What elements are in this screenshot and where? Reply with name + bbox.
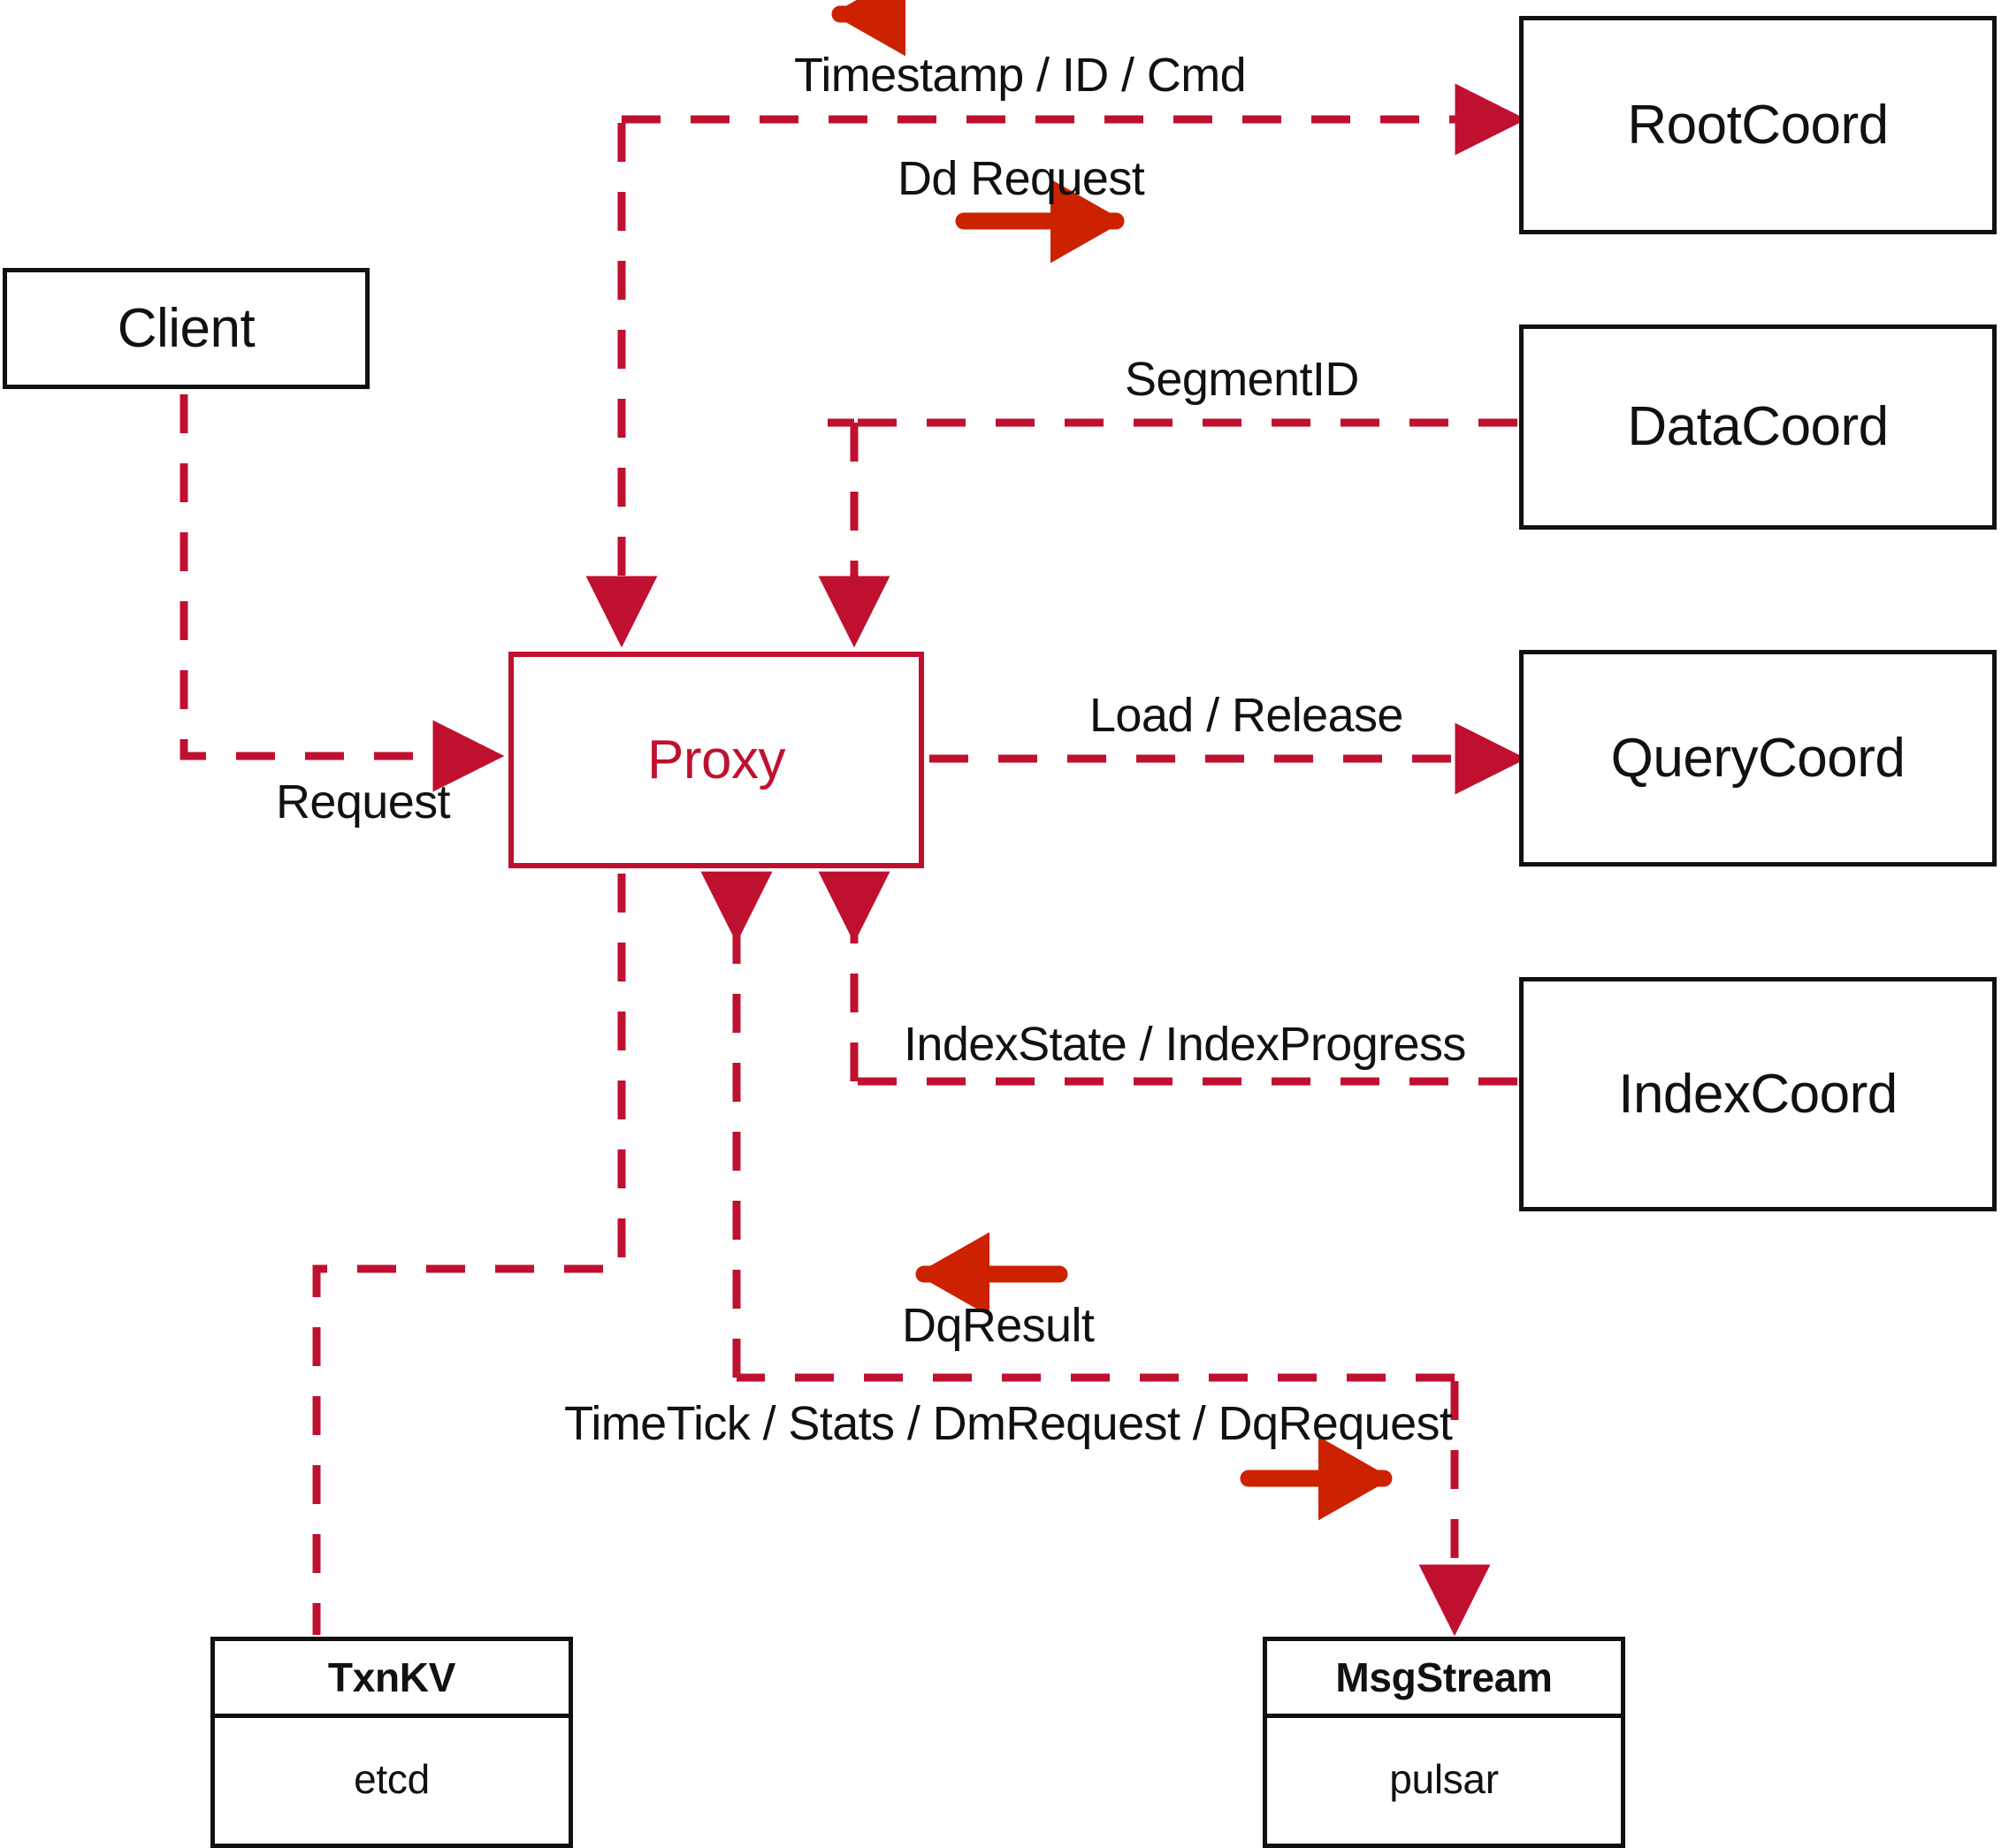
edge-label-index-state-progress: IndexState / IndexProgress bbox=[904, 1018, 1466, 1071]
edge-proxy-to-txnkv bbox=[312, 874, 626, 1635]
node-client[interactable]: Client bbox=[3, 268, 370, 389]
edge-datacoord-to-proxy-v bbox=[828, 418, 854, 635]
edge-label-request: Request bbox=[276, 775, 451, 829]
node-rootcoord[interactable]: RootCoord bbox=[1519, 16, 1997, 234]
edge-label-timestamp-id-cmd: Timestamp / ID / Cmd bbox=[794, 49, 1247, 102]
node-proxy-label: Proxy bbox=[647, 729, 785, 790]
edge-label-segment-id: SegmentID bbox=[1125, 353, 1359, 406]
edge-label-dd-request: Dd Request bbox=[898, 152, 1145, 205]
node-proxy[interactable]: Proxy bbox=[508, 652, 924, 868]
edge-client-to-proxy bbox=[180, 394, 505, 792]
node-querycoord[interactable]: QueryCoord bbox=[1519, 650, 1997, 867]
node-querycoord-label: QueryCoord bbox=[1610, 727, 1906, 789]
edge-label-timetick-stats: TimeTick / Stats / DmRequest / DqRequest bbox=[564, 1397, 1453, 1450]
node-txnkv[interactable]: TxnKV etcd bbox=[210, 1637, 573, 1848]
node-client-label: Client bbox=[117, 297, 256, 359]
edge-label-load-release: Load / Release bbox=[1089, 689, 1403, 742]
node-datacoord[interactable]: DataCoord bbox=[1519, 325, 1997, 530]
node-indexcoord-label: IndexCoord bbox=[1618, 1063, 1898, 1125]
node-msgstream-header: MsgStream bbox=[1267, 1641, 1621, 1718]
edge-label-dq-result: DqResult bbox=[902, 1299, 1095, 1352]
node-msgstream[interactable]: MsgStream pulsar bbox=[1263, 1637, 1625, 1848]
node-msgstream-body: pulsar bbox=[1389, 1755, 1499, 1802]
node-datacoord-label: DataCoord bbox=[1627, 395, 1889, 457]
node-indexcoord[interactable]: IndexCoord bbox=[1519, 977, 1997, 1211]
node-txnkv-header: TxnKV bbox=[215, 1641, 569, 1718]
node-txnkv-body: etcd bbox=[354, 1755, 430, 1802]
node-rootcoord-label: RootCoord bbox=[1627, 94, 1889, 156]
